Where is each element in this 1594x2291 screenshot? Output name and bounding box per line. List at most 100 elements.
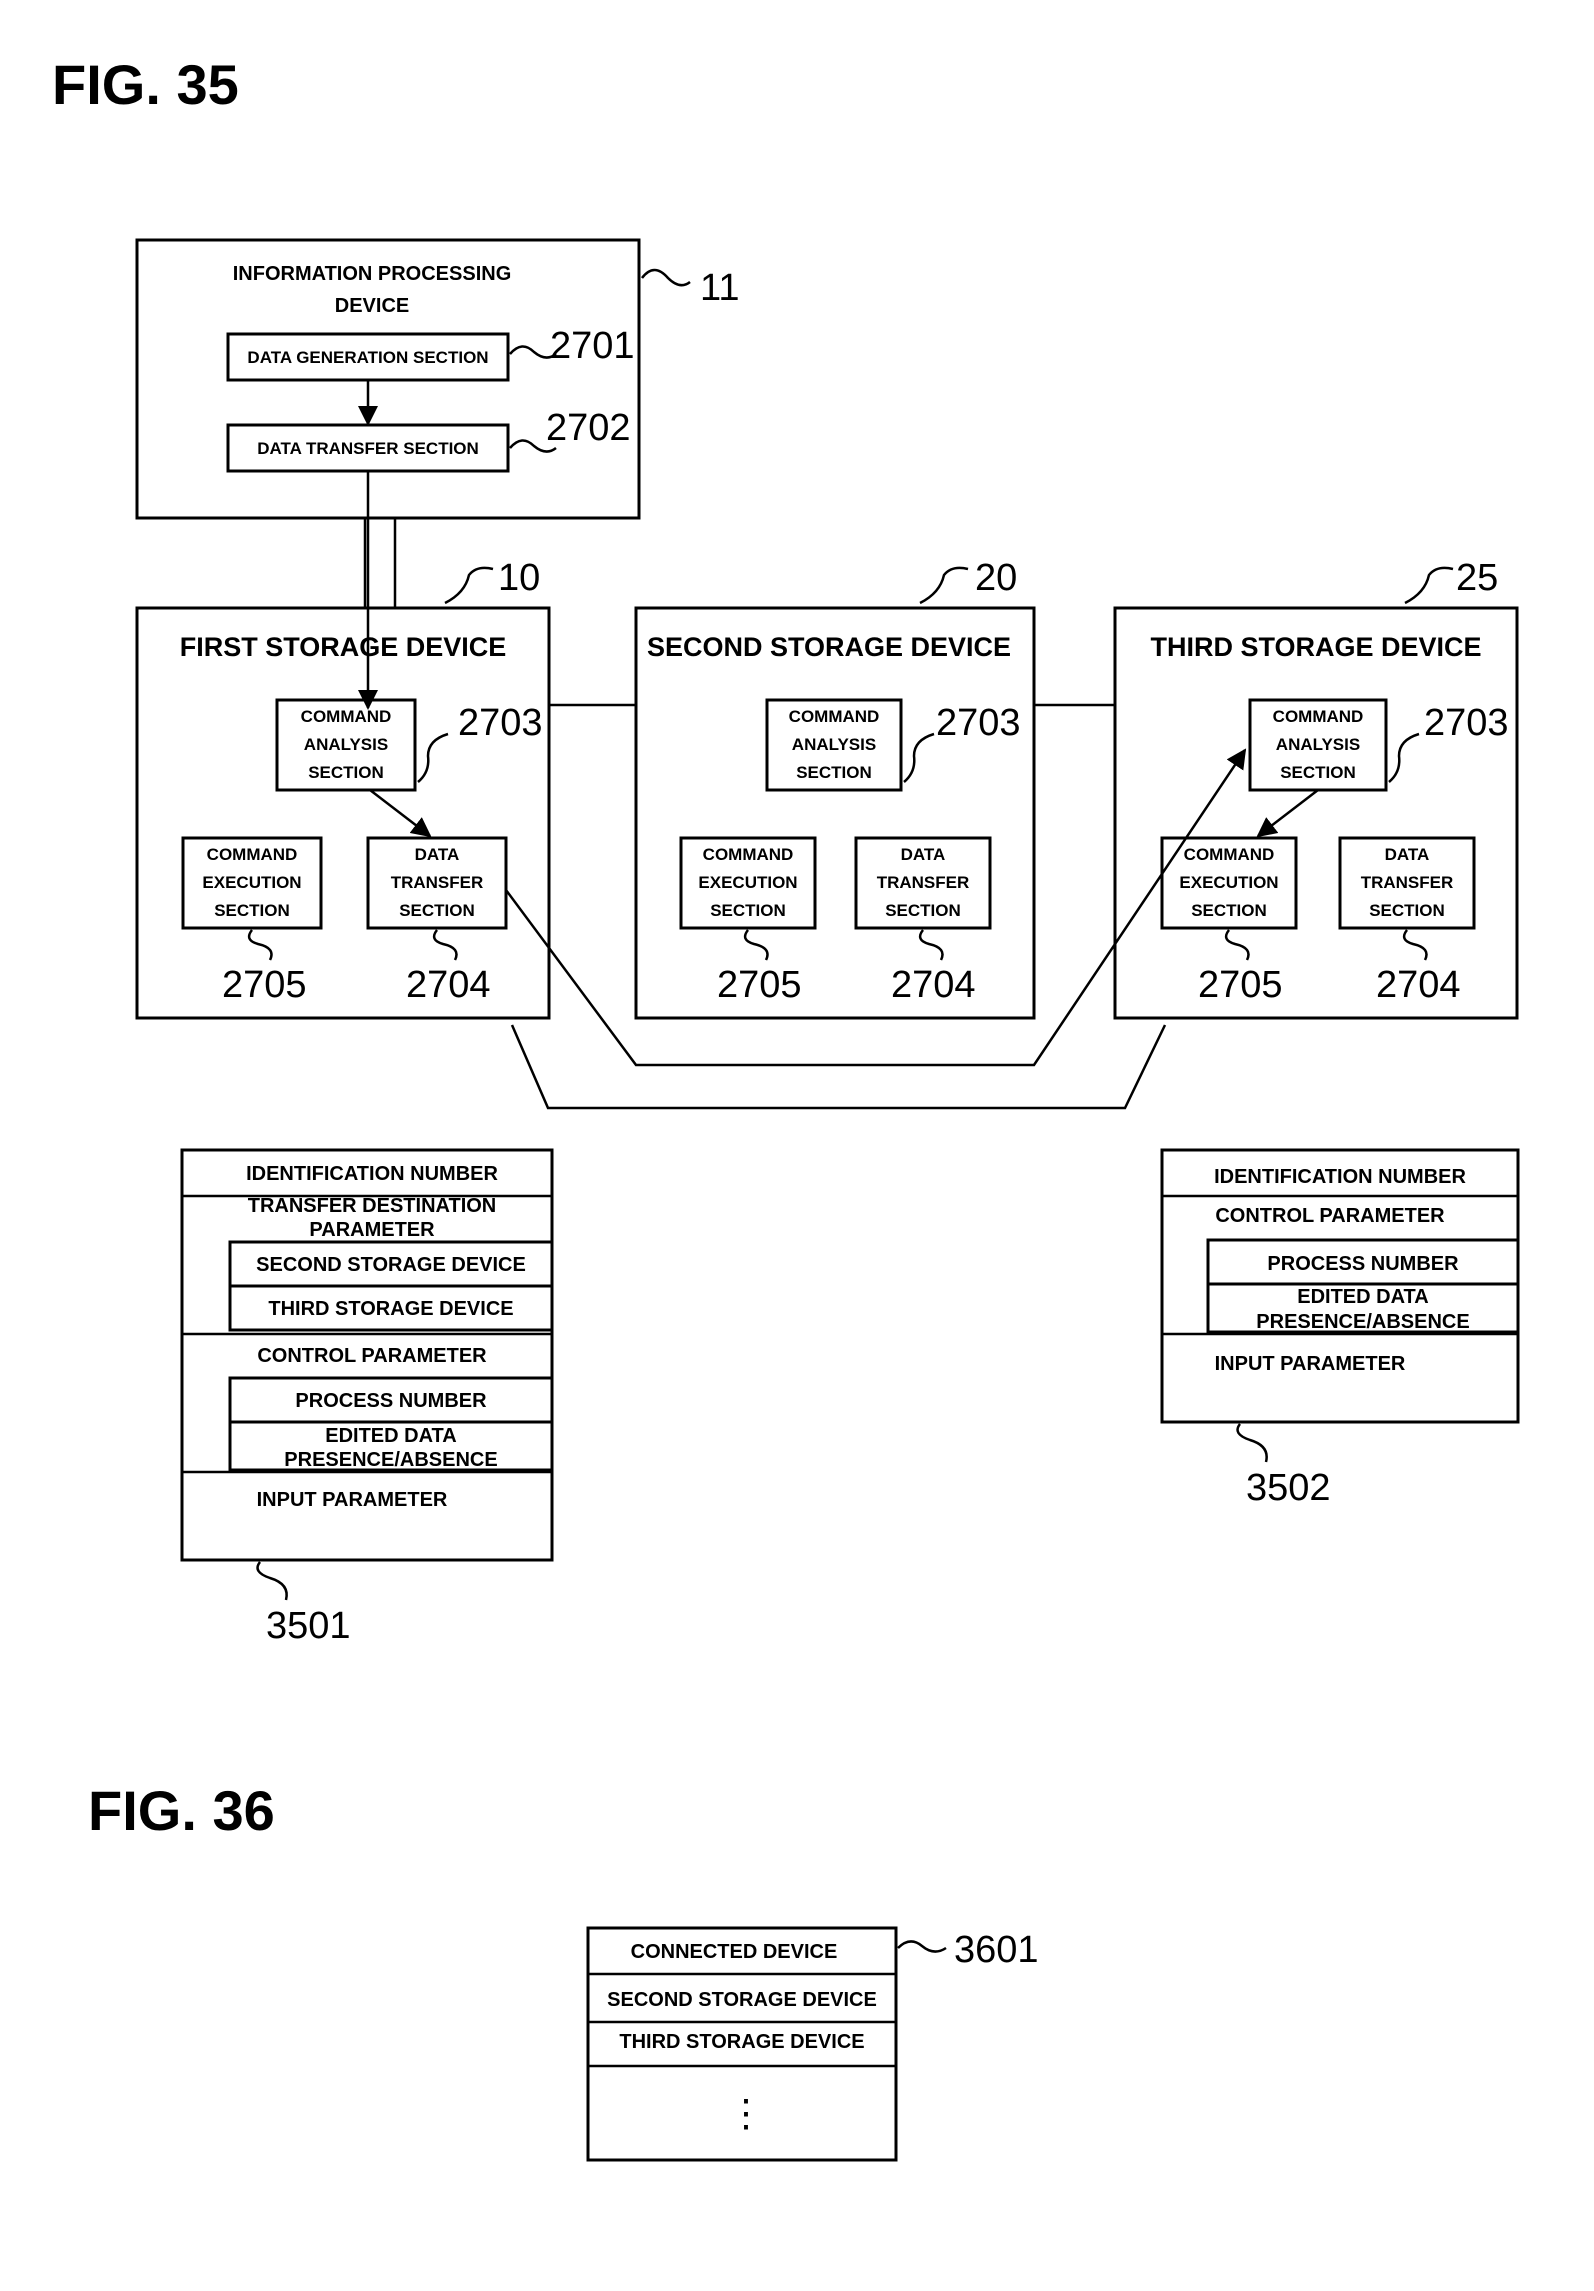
first-cmd-analysis-l3: SECTION [308, 763, 384, 782]
first-cmd-analysis-l2: ANALYSIS [304, 735, 388, 754]
third-cmd-exec-l3: SECTION [1191, 901, 1267, 920]
first-ref-2703: 2703 [458, 702, 543, 744]
ref-3501-leader [258, 1562, 287, 1600]
second-data-transfer-l1: DATA [901, 845, 946, 864]
command-3502: IDENTIFICATION NUMBER CONTROL PARAMETER … [1162, 1150, 1518, 1509]
cd-ellipsis: ⋮ [727, 2093, 765, 2135]
second-data-transfer-l3: SECTION [885, 901, 961, 920]
second-ref-2703-leader [904, 734, 934, 782]
cmd3501-edited-l1: EDITED DATA [325, 1425, 456, 1447]
first-ref-2705: 2705 [222, 964, 307, 1006]
cmd3501-input-parameter: INPUT PARAMETER [257, 1489, 448, 1511]
command-3501: IDENTIFICATION NUMBER TRANSFER DESTINATI… [182, 1150, 552, 1647]
cmd3501-process-number: PROCESS NUMBER [295, 1390, 487, 1412]
ref-11-leader [642, 270, 690, 285]
cmd3502-control-parameter: CONTROL PARAMETER [1215, 1205, 1445, 1227]
second-storage-title: SECOND STORAGE DEVICE [647, 632, 1011, 662]
third-data-transfer-l3: SECTION [1369, 901, 1445, 920]
cmd3501-identification: IDENTIFICATION NUMBER [246, 1163, 498, 1185]
first-ref-2704: 2704 [406, 964, 491, 1006]
info-device-title-line2: DEVICE [335, 295, 409, 317]
information-processing-device: INFORMATION PROCESSING DEVICE 11 DATA GE… [137, 240, 739, 518]
first-ref-2703-leader [418, 734, 448, 782]
first-storage-title: FIRST STORAGE DEVICE [180, 632, 507, 662]
third-analysis-to-exec-arrow [1258, 790, 1318, 836]
ref-11: 11 [700, 267, 739, 309]
third-data-transfer-l2: TRANSFER [1361, 873, 1454, 892]
third-cmd-exec-l1: COMMAND [1184, 845, 1275, 864]
ref-10-leader [445, 568, 493, 603]
first-storage-device: FIRST STORAGE DEVICE 10 COMMAND ANALYSIS… [137, 557, 549, 1018]
third-ref-2705: 2705 [1198, 964, 1283, 1006]
ref-20-leader [920, 568, 968, 603]
third-storage-box [1115, 608, 1517, 1018]
third-ref-2703-leader [1389, 734, 1419, 782]
third-ref-2705-leader [1226, 930, 1248, 960]
second-ref-2704-leader [920, 930, 942, 960]
cmd3502-edited-l2: PRESENCE/ABSENCE [1256, 1311, 1469, 1333]
third-ref-2704: 2704 [1376, 964, 1461, 1006]
third-storage-title: THIRD STORAGE DEVICE [1150, 632, 1481, 662]
second-ref-2704: 2704 [891, 964, 976, 1006]
second-cmd-exec-l3: SECTION [710, 901, 786, 920]
first-ref-2705-leader [249, 930, 271, 960]
first-cmd-exec-l3: SECTION [214, 901, 290, 920]
first-cmd-exec-l1: COMMAND [207, 845, 298, 864]
cmd3502-input-parameter: INPUT PARAMETER [1215, 1353, 1406, 1375]
ref-3501: 3501 [266, 1605, 351, 1647]
cd-row-third: THIRD STORAGE DEVICE [619, 2031, 864, 2053]
third-cmd-analysis-l2: ANALYSIS [1276, 735, 1360, 754]
data-transfer-section-label: DATA TRANSFER SECTION [257, 439, 479, 458]
cmd3501-third-storage: THIRD STORAGE DEVICE [268, 1298, 513, 1320]
second-cmd-exec-l1: COMMAND [703, 845, 794, 864]
second-ref-2703: 2703 [936, 702, 1021, 744]
ref-25: 25 [1456, 557, 1498, 599]
cmd3501-transfer-dest-l1: TRANSFER DESTINATION [248, 1195, 497, 1217]
ref-3502: 3502 [1246, 1467, 1331, 1509]
second-storage-device: SECOND STORAGE DEVICE 20 COMMAND ANALYSI… [636, 557, 1034, 1018]
ref-20: 20 [975, 557, 1017, 599]
cmd3502-edited-l1: EDITED DATA [1297, 1286, 1428, 1308]
ref-25-leader [1405, 568, 1453, 603]
second-cmd-exec-l2: EXECUTION [698, 873, 797, 892]
fig35-title: FIG. 35 [52, 53, 239, 116]
first-data-transfer-l1: DATA [415, 845, 460, 864]
second-ref-2705: 2705 [717, 964, 802, 1006]
third-storage-device: THIRD STORAGE DEVICE 25 COMMAND ANALYSIS… [1115, 557, 1517, 1018]
cmd3502-identification: IDENTIFICATION NUMBER [1214, 1166, 1466, 1188]
second-ref-2705-leader [745, 930, 767, 960]
third-ref-2703: 2703 [1424, 702, 1509, 744]
ref-3502-leader [1238, 1424, 1267, 1462]
ref-3601-leader [898, 1941, 946, 1951]
ref-10: 10 [498, 557, 540, 599]
third-cmd-analysis-l3: SECTION [1280, 763, 1356, 782]
first-storage-box [137, 608, 549, 1018]
first-third-bottom-link [512, 1025, 1165, 1108]
second-cmd-analysis-l1: COMMAND [789, 707, 880, 726]
cmd3502-process-number: PROCESS NUMBER [1267, 1253, 1459, 1275]
cd-header: CONNECTED DEVICE [631, 1941, 838, 1963]
fig36-title: FIG. 36 [88, 1779, 275, 1842]
third-data-transfer-l1: DATA [1385, 845, 1430, 864]
info-device-title-line1: INFORMATION PROCESSING [233, 263, 512, 285]
first-ref-2704-leader [434, 930, 456, 960]
second-cmd-analysis-l2: ANALYSIS [792, 735, 876, 754]
third-cmd-exec-l2: EXECUTION [1179, 873, 1278, 892]
cmd3501-edited-l2: PRESENCE/ABSENCE [284, 1449, 497, 1471]
data-generation-section-label: DATA GENERATION SECTION [247, 348, 488, 367]
first-cmd-analysis-l1: COMMAND [301, 707, 392, 726]
third-ref-2704-leader [1404, 930, 1426, 960]
second-storage-box [636, 608, 1034, 1018]
first-analysis-to-transfer-arrow [370, 790, 430, 836]
ref-2701: 2701 [550, 325, 635, 367]
first-data-transfer-l2: TRANSFER [391, 873, 484, 892]
first-data-transfer-l3: SECTION [399, 901, 475, 920]
third-cmd-analysis-l1: COMMAND [1273, 707, 1364, 726]
connected-device-table: CONNECTED DEVICE SECOND STORAGE DEVICE T… [588, 1928, 1039, 2160]
cmd3501-control-parameter: CONTROL PARAMETER [257, 1345, 487, 1367]
second-cmd-analysis-l3: SECTION [796, 763, 872, 782]
second-data-transfer-l2: TRANSFER [877, 873, 970, 892]
first-cmd-exec-l2: EXECUTION [202, 873, 301, 892]
ref-2702: 2702 [546, 407, 631, 449]
